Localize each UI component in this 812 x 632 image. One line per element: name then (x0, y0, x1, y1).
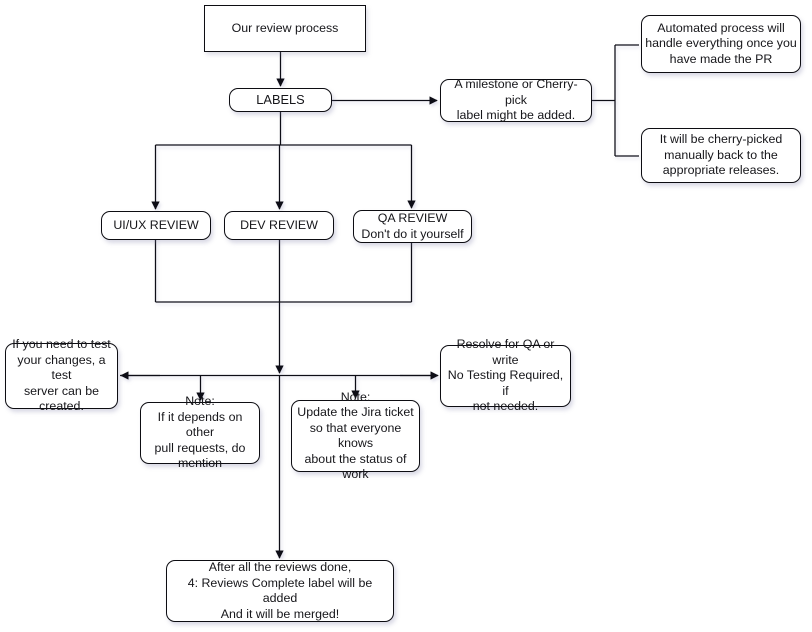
node-resolve-qa-label: Resolve for QA or write No Testing Requi… (447, 337, 564, 414)
node-dev-label: DEV REVIEW (240, 217, 318, 232)
node-automated-process[interactable]: Automated process will handle everything… (641, 15, 801, 73)
node-cherrypicked-manually[interactable]: It will be cherry-picked manually back t… (641, 128, 801, 183)
node-start[interactable]: Our review process (204, 5, 366, 52)
node-resolve-qa[interactable]: Resolve for QA or write No Testing Requi… (440, 337, 571, 413)
node-labels[interactable]: LABELS (229, 88, 332, 112)
node-final-label: After all the reviews done, 4: Reviews C… (187, 560, 373, 621)
node-milestone-cherrypick[interactable]: A milestone or Cherry-pick label might b… (440, 77, 592, 123)
node-automated-label: Automated process will handle everything… (645, 20, 797, 66)
node-note-jira-label: Note: Update the Jira ticket so that eve… (297, 389, 414, 482)
node-note-pr-label: Note: If it depends on other pull reques… (154, 394, 246, 471)
node-test-server-label: If you need to test your changes, a test… (12, 337, 111, 414)
node-note-jira-ticket[interactable]: Note: Update the Jira ticket so that eve… (291, 390, 420, 481)
node-uiux-review[interactable]: UI/UX REVIEW (101, 211, 211, 240)
node-final-merge[interactable]: After all the reviews done, 4: Reviews C… (166, 560, 394, 622)
node-milestone-label: A milestone or Cherry-pick label might b… (454, 77, 578, 123)
node-dev-review[interactable]: DEV REVIEW (224, 211, 334, 240)
node-cherrypicked-label: It will be cherry-picked manually back t… (659, 132, 783, 178)
node-note-pull-requests[interactable]: Note: If it depends on other pull reques… (140, 394, 260, 470)
node-test-server[interactable]: If you need to test your changes, a test… (5, 337, 118, 413)
node-qa-label: QA REVIEW Don't do it yourself (361, 211, 464, 241)
node-start-label: Our review process (231, 20, 339, 35)
node-uiux-label: UI/UX REVIEW (113, 217, 199, 232)
node-labels-label: LABELS (256, 92, 305, 108)
node-qa-review[interactable]: QA REVIEW Don't do it yourself (353, 210, 472, 243)
